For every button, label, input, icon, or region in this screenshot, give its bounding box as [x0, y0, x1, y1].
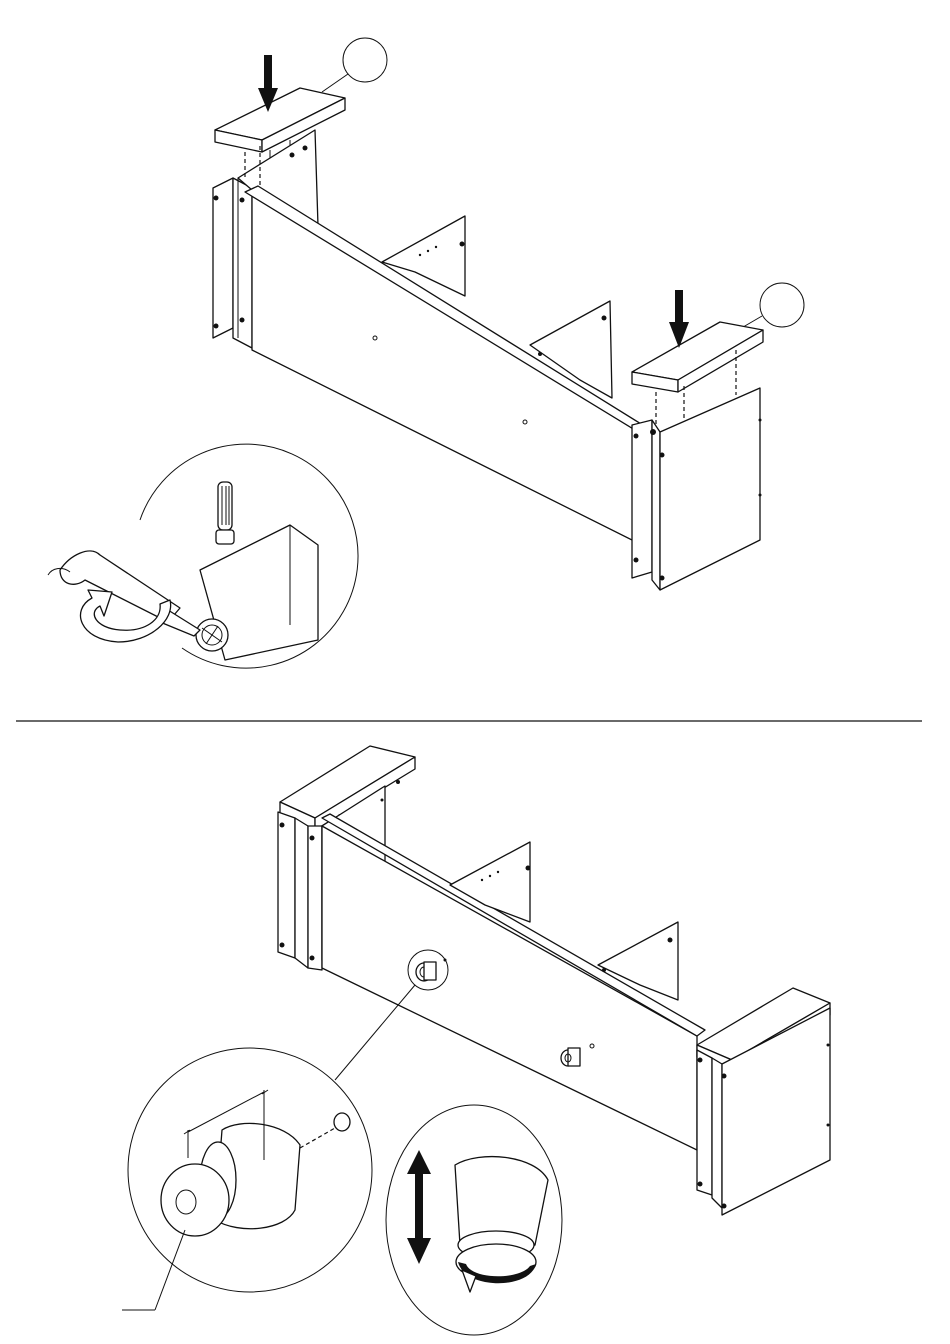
cam-lock-detail-magnifier — [48, 444, 358, 668]
part-callout-right — [738, 283, 804, 330]
detail-leader-line — [335, 985, 415, 1080]
left-top-panel — [215, 88, 345, 160]
step-adjustable-feet — [122, 746, 830, 1335]
right-top-panel — [632, 322, 763, 392]
screwdriver-icon — [48, 551, 200, 636]
foot-detail-magnifier — [122, 1048, 372, 1310]
height-adjust-magnifier — [386, 1105, 562, 1335]
right-side-panel — [632, 388, 762, 590]
step-attach-top-panels — [48, 38, 804, 668]
cam-bolt-icon — [218, 482, 232, 530]
foot-hole-icon — [334, 1113, 350, 1131]
up-down-arrow-icon — [407, 1150, 431, 1264]
part-callout-left — [322, 38, 387, 92]
down-arrow-right — [669, 290, 689, 348]
